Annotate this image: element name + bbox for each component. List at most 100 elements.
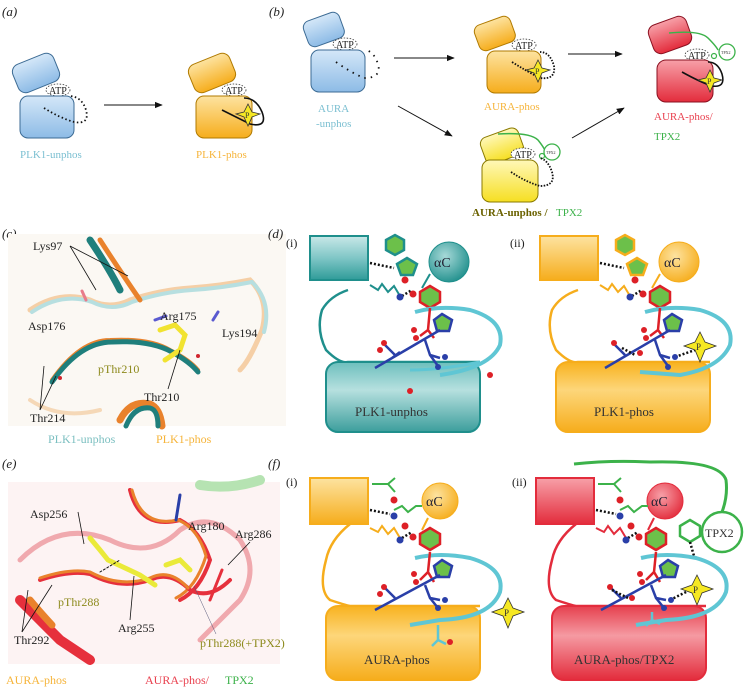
phospho-label: P — [504, 608, 509, 618]
panel-f: (f) (i) AURA-phos αC — [268, 456, 744, 681]
hexagon-icon — [418, 526, 442, 552]
residue-pthr210: pThr210 — [98, 362, 139, 376]
schematic-aura-phos: AURA-phos αC P — [309, 477, 526, 681]
panel-a-label: (a) — [2, 4, 17, 19]
atp-label: ATP — [688, 51, 706, 62]
ribbon-structure — [27, 236, 269, 430]
hexagon-icon — [614, 233, 636, 257]
aura-unphos-label-1: AURA — [318, 103, 349, 115]
atp-label: ATP — [336, 40, 354, 51]
aura-phos-tpx2-label-1: AURA-phos/ — [654, 111, 714, 123]
residue-thr292: Thr292 — [14, 633, 49, 647]
schematic-aura-phos-tpx2: TPX2 AURA-phos/TPX2 αC — [535, 459, 744, 681]
residue-pthr288-tpx2: pThr288(+TPX2) — [200, 636, 285, 650]
kinase-aura-phos: ATP P — [473, 15, 556, 94]
hexagon-icon — [384, 233, 406, 257]
phospho-label: P — [707, 77, 712, 86]
panel-d-label: (d) — [268, 226, 283, 241]
phospho-label: P — [535, 67, 540, 76]
alpha-c-label: αC — [426, 495, 443, 510]
residue-lys194: Lys194 — [222, 326, 257, 340]
box-label: PLK1-unphos — [355, 404, 428, 419]
aura-unphos-label-2: -unphos — [316, 118, 351, 130]
panel-e: (e) Asp256 Arg180 Arg286 pThr288 Arg255 — [2, 456, 285, 687]
panel-a: (a) ATP PLK1-unphos ATP P PLK1-phos — [2, 4, 265, 161]
phospho-star-icon — [490, 597, 526, 630]
aura-phos-label: AURA-phos — [484, 101, 540, 113]
panel-d: (d) (i) PLK1-unphos αC — [268, 226, 733, 433]
residue-arg286: Arg286 — [235, 527, 271, 541]
pentagon-icon — [625, 256, 649, 277]
atp-label: ATP — [49, 86, 67, 97]
tpx2-circle-label: TPX2 — [705, 526, 734, 540]
panel-c: (c) Lys97 Asp176 Arg175 Lys194 — [2, 226, 286, 446]
kinase-aura-phos-tpx2: TPX2 ATP P — [647, 15, 736, 103]
tpx2-small-label: TPX2 — [546, 150, 556, 155]
hexagon-icon — [678, 518, 702, 544]
residue-asp176: Asp176 — [28, 319, 65, 333]
legend-plk1-phos: PLK1-phos — [156, 432, 212, 446]
plk1-phos-label: PLK1-phos — [196, 149, 247, 161]
kinase-aura-unphos-tpx2: TPX2 ATP — [479, 127, 561, 203]
residue-arg255: Arg255 — [118, 621, 154, 635]
residue-arg175: Arg175 — [160, 309, 196, 323]
legend-aura-phos: AURA-phos — [6, 673, 67, 687]
tpx2-small-label: TPX2 — [721, 50, 731, 55]
phospho-star-icon — [696, 69, 724, 93]
residue-thr210: Thr210 — [144, 390, 179, 404]
pentagon-icon — [658, 558, 680, 579]
schematic-plk1-unphos: PLK1-unphos αC — [309, 233, 503, 433]
residue-labels: Lys97 Asp176 Arg175 Lys194 pThr210 Thr21… — [28, 239, 257, 425]
panel-b: (b) ATP AURA -unphos ATP P AURA-phos — [269, 4, 736, 219]
ribbon-structure — [15, 475, 265, 665]
panel-d-sub-i: (i) — [286, 236, 297, 250]
panel-f-label: (f) — [268, 456, 280, 471]
residue-asp256: Asp256 — [30, 507, 67, 521]
kinase-aura-unphos: ATP — [302, 11, 380, 93]
atp-label: ATP — [514, 150, 532, 161]
panel-f-sub-i: (i) — [286, 475, 297, 489]
schematic-plk1-phos: PLK1-phos αC P — [539, 233, 733, 433]
box-label: AURA-phos/TPX2 — [574, 652, 674, 667]
hexagon-icon — [648, 284, 672, 310]
phospho-label: P — [245, 111, 250, 120]
alpha-c-label: αC — [651, 495, 668, 510]
residue-thr214: Thr214 — [30, 411, 65, 425]
structure-background — [8, 234, 286, 426]
arrow — [397, 105, 453, 137]
legend-tpx2: TPX2 — [225, 673, 254, 687]
pentagon-icon — [432, 312, 454, 333]
phospho-star-icon — [524, 59, 552, 83]
alpha-c-label: αC — [434, 256, 451, 271]
residue-labels: Asp256 Arg180 Arg286 pThr288 Arg255 Thr2… — [14, 507, 285, 650]
panel-e-label: (e) — [2, 456, 16, 471]
pentagon-icon — [432, 558, 454, 579]
residue-lys97: Lys97 — [33, 239, 62, 253]
panel-b-label: (b) — [269, 4, 284, 19]
plk1-unphos-label: PLK1-unphos — [20, 149, 82, 161]
alpha-c-label: αC — [664, 256, 681, 271]
phospho-star-icon — [682, 331, 718, 364]
aura-phos-tpx2-label-2: TPX2 — [654, 131, 680, 143]
kinase-plk1-unphos: ATP — [11, 52, 88, 139]
arrow — [571, 107, 625, 139]
atp-label: ATP — [225, 86, 243, 97]
box-label: PLK1-phos — [594, 404, 654, 419]
residue-arg180: Arg180 — [188, 519, 224, 533]
pentagon-icon — [662, 312, 684, 333]
legend-aura-phos-tpx2: AURA-phos/ — [145, 673, 210, 687]
tpx2-label: TPX2 — [556, 207, 582, 219]
phospho-label: P — [696, 342, 701, 352]
residue-pthr288: pThr288 — [58, 595, 99, 609]
pentagon-icon — [395, 256, 419, 277]
phospho-star-icon — [234, 103, 262, 127]
legend-plk1-unphos: PLK1-unphos — [48, 432, 116, 446]
atp-label: ATP — [515, 41, 533, 52]
panel-f-sub-ii: (ii) — [512, 475, 527, 489]
hexagon-icon — [418, 284, 442, 310]
phospho-label: P — [693, 585, 698, 595]
box-label: AURA-phos — [364, 652, 430, 667]
aura-unphos-tpx2-label: AURA-unphos / — [472, 207, 548, 219]
panel-d-sub-ii: (ii) — [510, 236, 525, 250]
